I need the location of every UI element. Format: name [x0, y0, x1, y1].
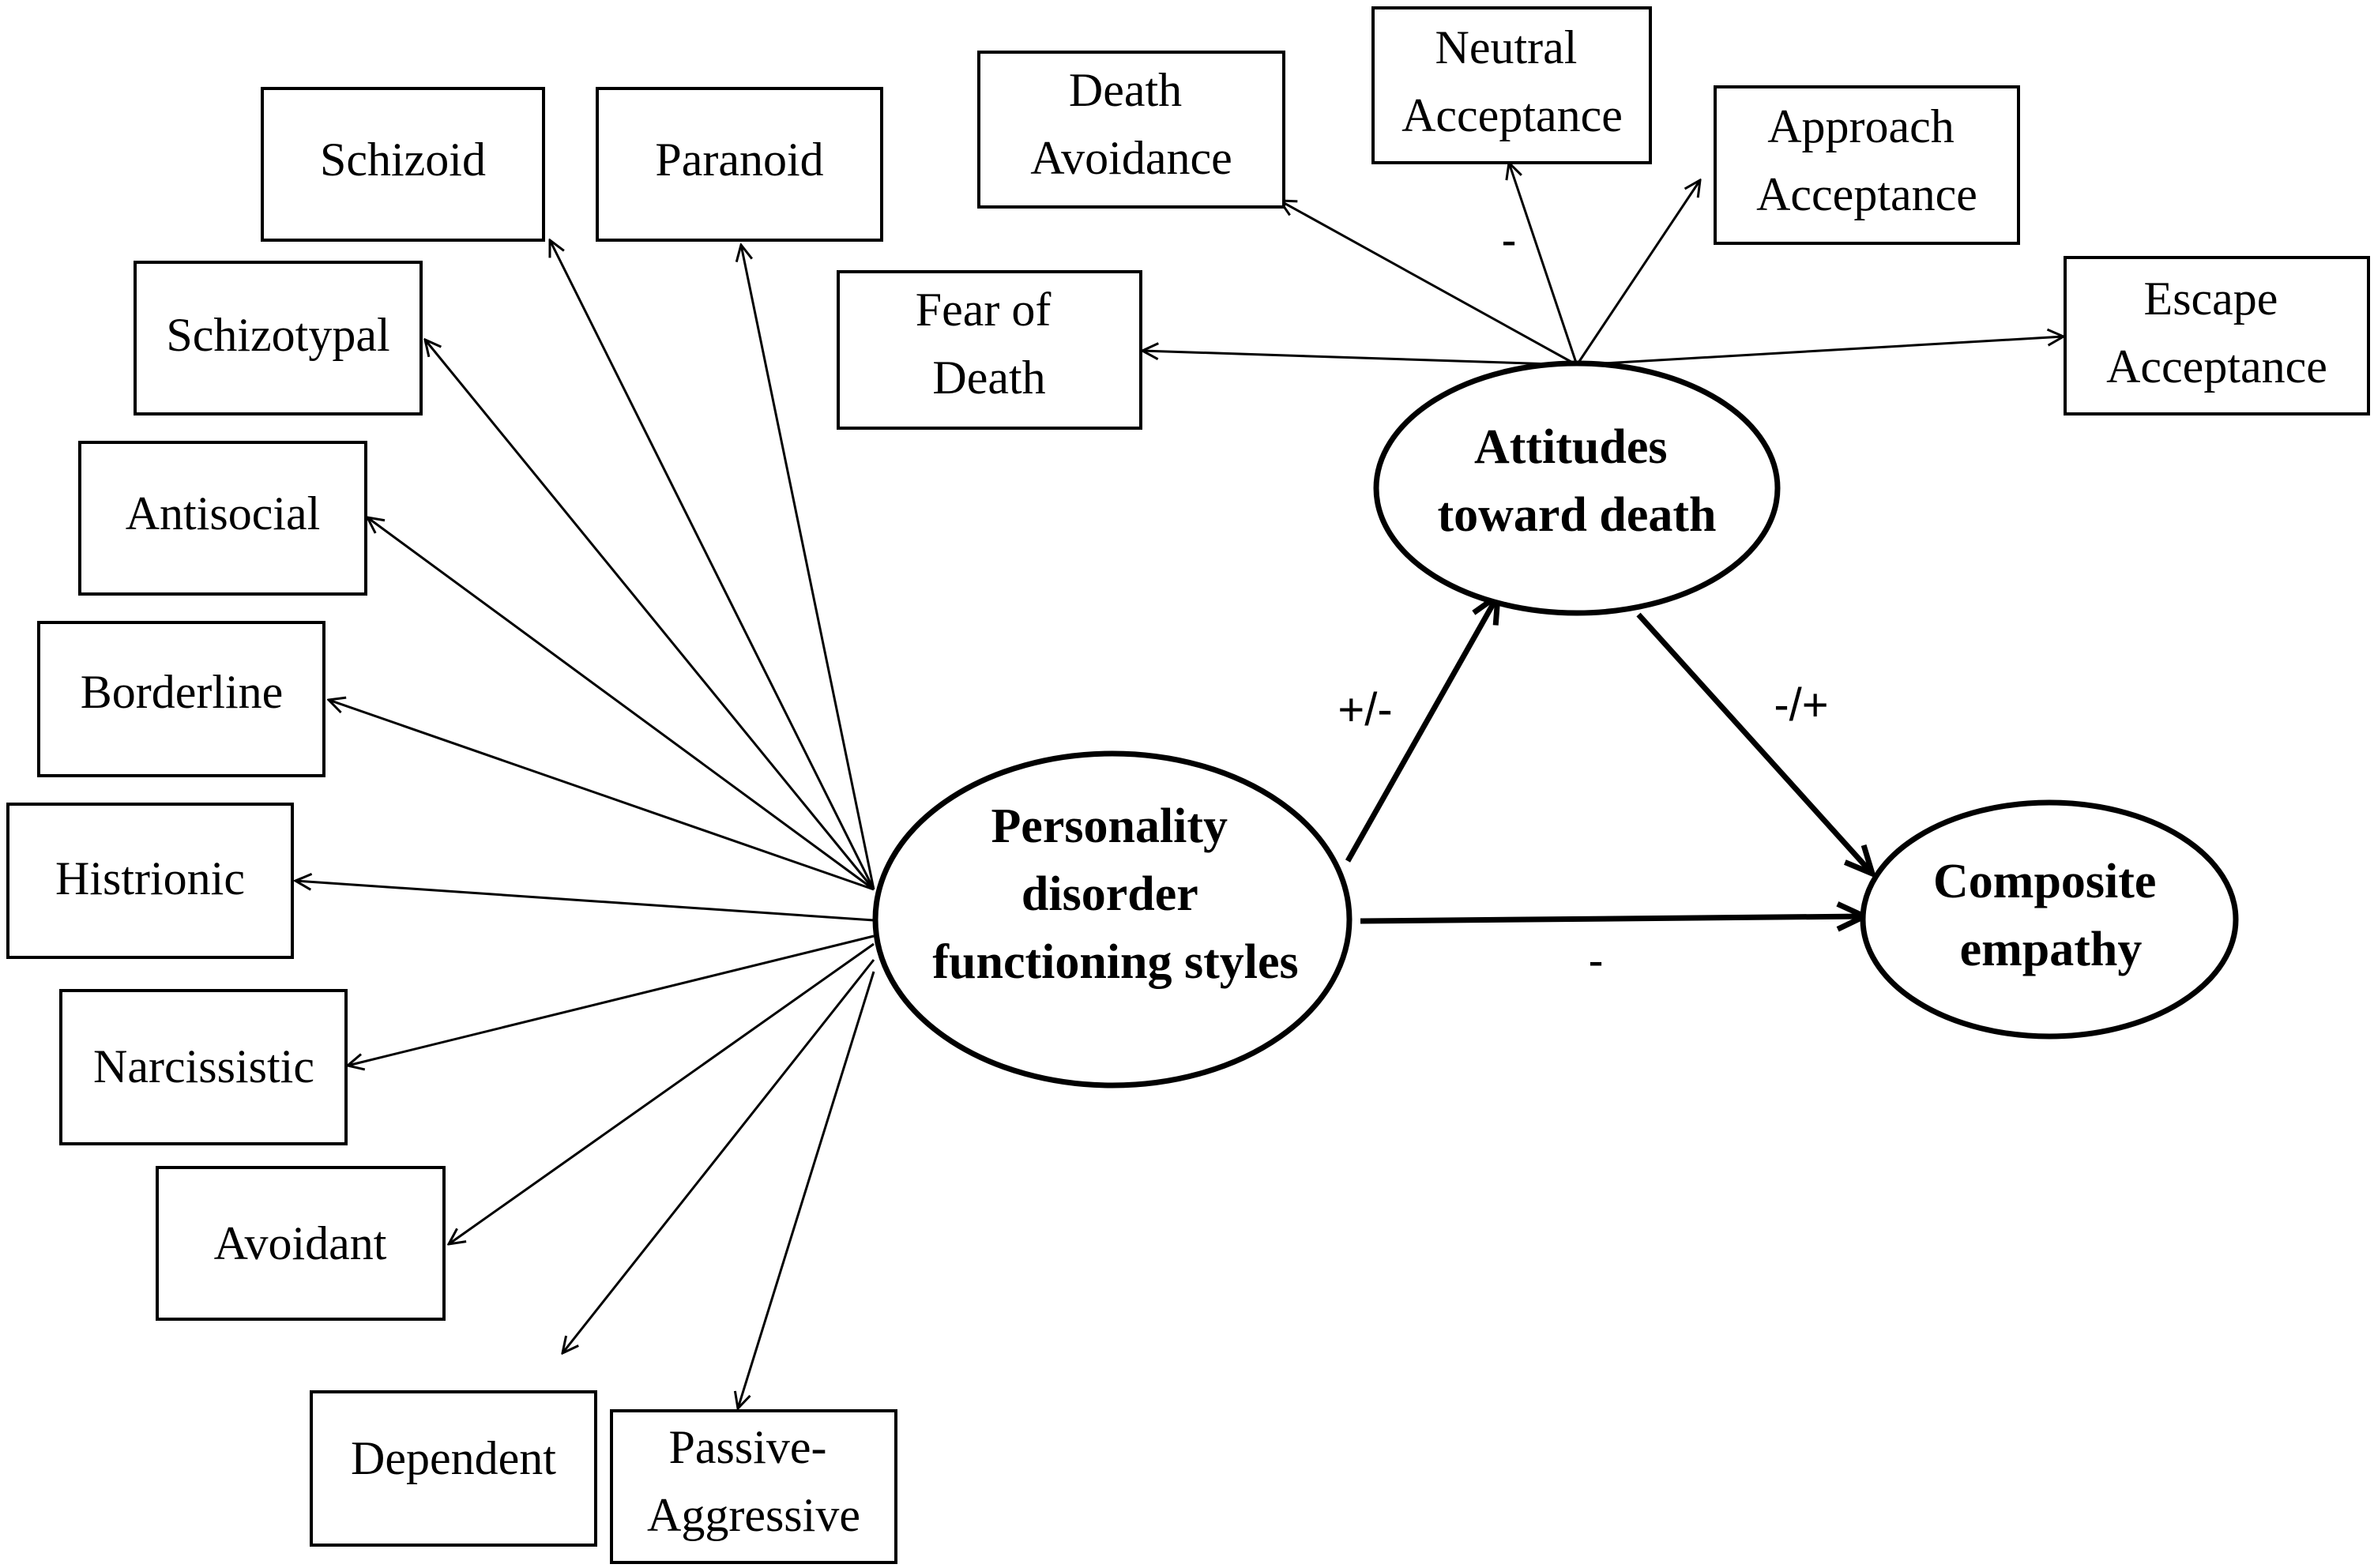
box-death-avoidance: Death Avoidance — [977, 51, 1285, 209]
box-histrionic-label: Histrionic — [55, 852, 245, 904]
box-dependent-label: Dependent — [351, 1432, 556, 1484]
attitude-arrows — [1142, 163, 2064, 367]
node-attitudes-label-2: toward death — [1437, 488, 1716, 542]
svg-text:Narcissistic: Narcissistic — [93, 1040, 314, 1092]
box-neutral-acceptance-label-1: Neutral — [1435, 21, 1578, 73]
node-empathy-label-2: empathy — [1960, 923, 2143, 976]
box-schizoid-label: Schizoid — [320, 133, 486, 186]
box-histrionic: Histrionic — [6, 803, 294, 959]
box-passive-aggressive-label-2: Aggressive — [647, 1489, 860, 1541]
attitude-boxes: Death Avoidance Neutral Acceptance Appro… — [837, 6, 2370, 430]
box-narcissistic-label: Narcissistic — [93, 1040, 314, 1092]
svg-text:Death Avoidance: Death Avoidance — [1030, 64, 1232, 184]
svg-text:Schizoid: Schizoid — [320, 133, 486, 186]
structural-arrows — [1345, 596, 1872, 921]
box-schizotypal: Schizotypal — [134, 261, 423, 416]
svg-text:Schizotypal: Schizotypal — [166, 309, 389, 361]
arrow-to-histrionic — [295, 881, 875, 922]
svg-text:Fear of Death: Fear of Death — [916, 284, 1063, 404]
box-borderline-label: Borderline — [81, 666, 284, 718]
box-approach-acceptance-label-2: Acceptance — [1756, 168, 1977, 220]
arrow-to-schizoid — [550, 240, 875, 890]
arrow-to-narcissistic — [348, 934, 875, 1066]
node-personality-label-1: Personality — [991, 799, 1228, 853]
svg-text:Escape Acceptance: Escape Acceptance — [2106, 273, 2327, 393]
arrow-to-approach-acceptance — [1575, 180, 1700, 366]
arrow-to-escape-acceptance — [1576, 337, 2064, 367]
svg-text:Antisocial: Antisocial — [126, 487, 321, 540]
svg-text:Dependent: Dependent — [351, 1432, 556, 1484]
box-passive-aggressive: Passive- Aggressive — [610, 1409, 897, 1564]
box-antisocial: Antisocial — [78, 441, 367, 596]
arrow-to-borderline — [329, 700, 875, 891]
arrow-to-dependent — [562, 959, 875, 1353]
arrow-to-death-avoidance — [1280, 201, 1578, 367]
arrow-to-fear-of-death — [1142, 351, 1578, 367]
box-escape-acceptance-label-2: Acceptance — [2106, 340, 2327, 393]
sign-personality-to-empathy: - — [1588, 935, 1603, 987]
sign-attitudes-to-neutral: - — [1501, 215, 1516, 266]
box-passive-aggressive-label-1: Passive- — [669, 1421, 827, 1473]
box-avoidant-label: Avoidant — [214, 1217, 387, 1269]
arrow-to-antisocial — [367, 517, 875, 891]
style-arrows — [295, 240, 875, 1408]
svg-text:Avoidant: Avoidant — [214, 1217, 387, 1269]
svg-text:Paranoid: Paranoid — [655, 133, 823, 186]
box-narcissistic: Narcissistic — [59, 989, 348, 1145]
style-boxes: Schizoid Paranoid Schizotypal Antisocial… — [6, 87, 897, 1564]
svg-text:Composite empathy: Composite empathy — [1933, 855, 2169, 976]
box-fear-of-death: Fear of Death — [837, 270, 1142, 430]
box-avoidant: Avoidant — [156, 1166, 446, 1321]
svg-text:Neutral Acceptance: Neutral Acceptance — [1401, 21, 1623, 141]
box-death-avoidance-label-2: Avoidance — [1030, 132, 1232, 184]
arrow-to-avoidant — [449, 942, 875, 1244]
svg-text:Borderline: Borderline — [81, 666, 284, 718]
svg-text:Histrionic: Histrionic — [55, 852, 245, 904]
box-borderline: Borderline — [37, 621, 325, 777]
box-neutral-acceptance: Neutral Acceptance — [1371, 6, 1652, 164]
box-neutral-acceptance-label-2: Acceptance — [1401, 89, 1623, 141]
box-schizoid: Schizoid — [261, 87, 545, 242]
arrow-to-schizotypal — [425, 340, 875, 890]
node-attitudes-label-1: Attitudes — [1474, 420, 1668, 474]
arrow-personality-to-empathy — [1360, 916, 1864, 921]
node-personality-label-3: functioning styles — [932, 935, 1298, 989]
box-death-avoidance-label-1: Death — [1069, 64, 1182, 116]
box-paranoid: Paranoid — [596, 87, 883, 242]
svg-text:Personality disorder: Personality disorder functioning styles — [932, 799, 1298, 989]
box-fear-of-death-label-1: Fear of — [916, 284, 1052, 336]
node-personality-label-2: disorder — [1021, 867, 1198, 921]
svg-text:Passive- Aggressive: Passive- Aggressive — [647, 1421, 860, 1541]
arrow-to-passive-aggressive — [738, 971, 875, 1408]
arrow-attitudes-to-empathy — [1636, 612, 1872, 874]
box-approach-acceptance-label-1: Approach — [1767, 100, 1955, 152]
node-attitudes: Attitudes toward death — [1373, 360, 1781, 616]
box-fear-of-death-label-2: Death — [932, 352, 1045, 404]
sign-attitudes-to-empathy: -/+ — [1774, 679, 1828, 731]
box-approach-acceptance: Approach Acceptance — [1714, 85, 2020, 245]
box-escape-acceptance-label-1: Escape — [2144, 273, 2278, 325]
svg-text:Attitudes toward death: Attitudes toward death — [1437, 420, 1716, 542]
path-signs: +/- -/+ - - — [1337, 215, 1828, 987]
box-schizotypal-label: Schizotypal — [166, 309, 389, 361]
node-empathy-label-1: Composite — [1933, 855, 2156, 908]
node-empathy: Composite empathy — [1860, 799, 2239, 1040]
box-antisocial-label: Antisocial — [126, 487, 321, 540]
box-escape-acceptance: Escape Acceptance — [2064, 256, 2370, 416]
sign-personality-to-attitudes: +/- — [1337, 684, 1392, 735]
arrow-personality-to-attitudes — [1345, 596, 1498, 863]
node-personality: Personality disorder functioning styles — [872, 750, 1353, 1089]
arrow-to-neutral-acceptance — [1509, 163, 1578, 366]
box-paranoid-label: Paranoid — [655, 133, 823, 186]
svg-text:Approach Acceptance: Approach Acceptance — [1756, 100, 1977, 220]
box-dependent: Dependent — [310, 1390, 597, 1547]
arrow-to-paranoid — [741, 245, 875, 890]
